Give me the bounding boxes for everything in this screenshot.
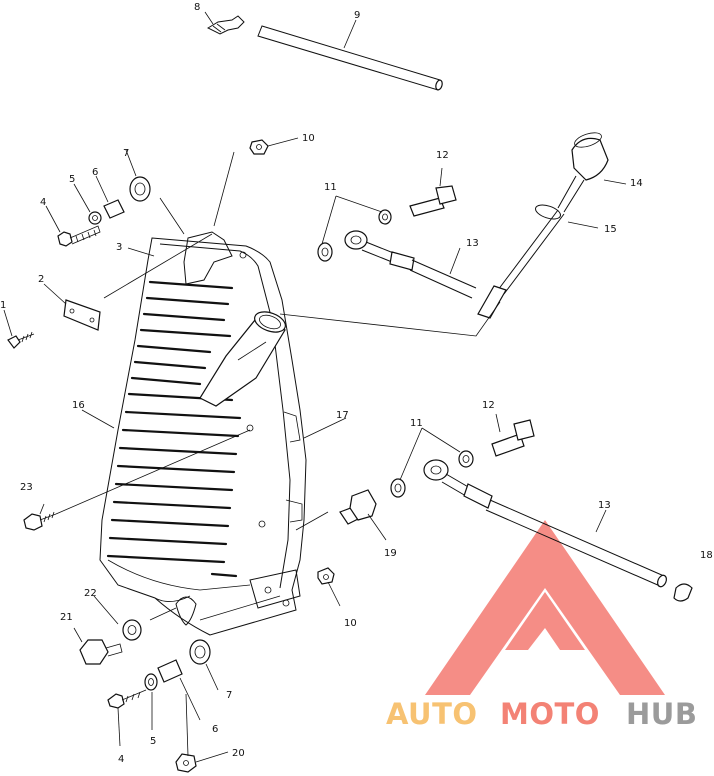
callout-5-top: 5 — [69, 174, 75, 185]
callout-9: 9 — [354, 10, 360, 21]
callout-21: 21 — [60, 612, 73, 623]
callout-6-top: 6 — [92, 167, 98, 178]
callout-5-lower: 5 — [150, 736, 156, 747]
drain-bolt — [79, 619, 142, 665]
filler-neck — [199, 311, 286, 407]
callout-13-lower: 13 — [598, 500, 611, 511]
callout-6-lower: 6 — [212, 724, 218, 735]
vent-hose-assembly — [206, 15, 443, 91]
leader-lines — [3, 11, 627, 763]
callout-7-top: 7 — [123, 148, 129, 159]
dipstick — [477, 132, 609, 319]
callout-12-lower: 12 — [482, 400, 495, 411]
oil-tank — [99, 231, 307, 636]
callout-7-lower: 7 — [226, 690, 232, 701]
callout-11-lower: 11 — [410, 418, 423, 429]
callout-10-lower: 10 — [344, 618, 357, 629]
logo-word-auto: AUTO — [386, 697, 478, 731]
bolt-23 — [23, 511, 57, 531]
hose-clamp-18 — [673, 583, 693, 602]
callout-12-top: 12 — [436, 150, 449, 161]
callout-8: 8 — [194, 2, 200, 13]
logo-word-moto: MOTO — [500, 697, 600, 731]
callout-13-top: 13 — [466, 238, 479, 249]
callout-2: 2 — [38, 274, 44, 285]
elbow-fitting-19 — [339, 489, 377, 525]
callout-14: 14 — [630, 178, 643, 189]
callout-16: 16 — [72, 400, 85, 411]
bracket-and-bolt — [7, 299, 101, 349]
callout-17: 17 — [336, 410, 349, 421]
callout-1: 1 — [0, 300, 6, 311]
callout-18: 18 — [700, 550, 713, 561]
callout-23: 23 — [20, 482, 33, 493]
lower-banjo-fitting — [390, 419, 667, 588]
callout-19: 19 — [384, 548, 397, 559]
tank-ribs — [106, 280, 242, 578]
callout-11-top: 11 — [324, 182, 337, 193]
nut-10-top — [249, 139, 269, 155]
callout-3: 3 — [116, 242, 122, 253]
callout-4-lower: 4 — [118, 754, 124, 765]
callout-15: 15 — [604, 224, 617, 235]
logo-inner-mark — [505, 592, 585, 650]
automotohub-logo: AUTO MOTO HUB — [386, 520, 697, 731]
callout-4-top: 4 — [40, 197, 46, 208]
logo-triangle — [425, 520, 665, 695]
nut-10-lower — [317, 567, 335, 585]
upper-banjo-fitting — [317, 185, 477, 299]
logo-word-hub: HUB — [626, 697, 697, 731]
callout-22: 22 — [84, 588, 97, 599]
callout-20: 20 — [232, 748, 245, 759]
upper-mount-hardware — [57, 176, 151, 247]
lower-mount-hardware — [107, 639, 211, 773]
callout-10-top: 10 — [302, 133, 315, 144]
